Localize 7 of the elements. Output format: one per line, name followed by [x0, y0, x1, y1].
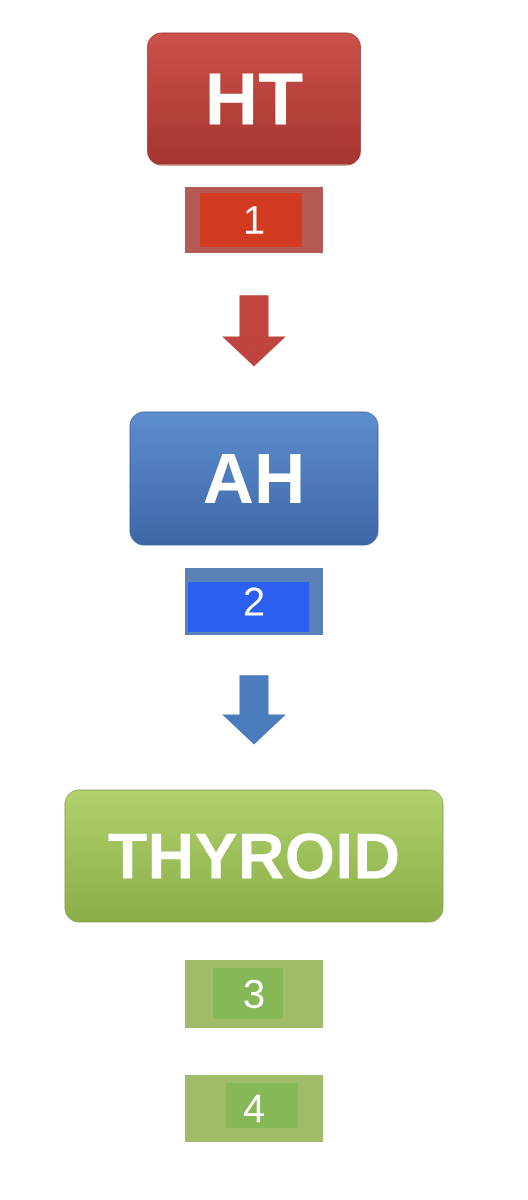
number-box: 1 [185, 187, 323, 253]
number-box: 3 [185, 960, 323, 1028]
process-box: HT [147, 32, 361, 166]
number-box: 4 [185, 1075, 323, 1142]
process-box: THYROID [64, 789, 444, 923]
number-box: 2 [185, 568, 323, 635]
process-box: AH [129, 411, 379, 546]
